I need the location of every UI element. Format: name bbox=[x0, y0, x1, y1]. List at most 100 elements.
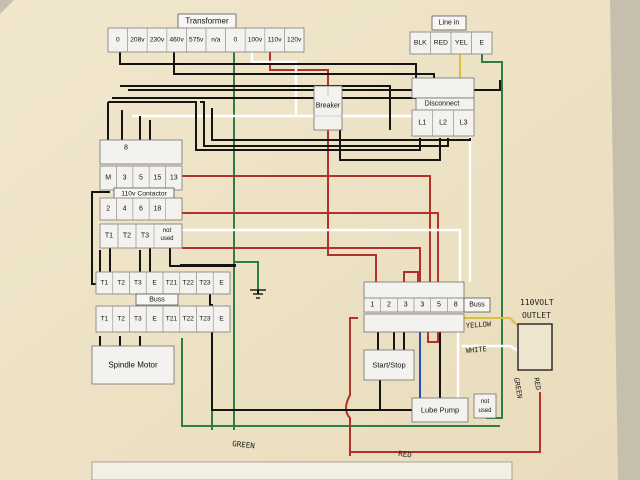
control-buss-terminal-label: 5 bbox=[437, 302, 441, 309]
transformer-tap-label: n/a bbox=[211, 37, 220, 44]
transformer-tap-label: 120v bbox=[287, 37, 302, 44]
motor-buss-label: Buss bbox=[149, 297, 165, 304]
disconnect-terminal-label: L3 bbox=[460, 120, 468, 127]
transformer-tap-label: 110v bbox=[268, 37, 283, 44]
contactor-row3-cell bbox=[135, 223, 155, 249]
contactor-row2-label: 6 bbox=[139, 206, 143, 213]
transformer: Transformer 0 208v 230v 460v 575v n/a 0 100v 110… bbox=[107, 13, 305, 53]
contactor-row1-label: M bbox=[105, 175, 111, 182]
outlet: 110VOLT OUTLET bbox=[517, 298, 554, 371]
transformer-tap-label: 575v bbox=[189, 37, 204, 44]
contactor-row1 bbox=[99, 165, 183, 191]
breaker-label: Breaker bbox=[316, 103, 341, 110]
contactor-row2-label: 2 bbox=[106, 206, 110, 213]
start-stop-box bbox=[363, 349, 415, 381]
motor-top-terminal-label: E bbox=[152, 280, 157, 287]
line-in-title: Line in bbox=[439, 20, 460, 27]
start-stop-label: Start/Stop bbox=[372, 361, 405, 370]
disconnect-label: Disconnect bbox=[425, 101, 460, 108]
contactor-row1-label: 5 bbox=[139, 175, 143, 182]
contactor-row1-label: 3 bbox=[123, 175, 127, 182]
line-in-title-box bbox=[431, 15, 467, 31]
white-wire-label: WHITE bbox=[465, 345, 487, 355]
motor-bottom-terminal-label: T2 bbox=[117, 316, 125, 323]
line-in-terminal-label: RED bbox=[434, 40, 448, 47]
lube-pump-label: Lube Pump bbox=[421, 406, 459, 415]
motor-bottom-terminal-label: T3 bbox=[134, 316, 142, 323]
motor-bottom-terminal-label: T22 bbox=[182, 316, 194, 323]
green-wire-label-bottom: GREEN bbox=[232, 439, 255, 450]
motor-top-terminal-label: T23 bbox=[199, 280, 211, 287]
outlet-label-1: 110VOLT bbox=[520, 298, 554, 307]
outlet-label-2: OUTLET bbox=[522, 311, 551, 320]
green-wire-label-right: GREEN bbox=[512, 377, 524, 399]
contactor-top-block bbox=[99, 139, 183, 165]
contactor-row3-label: T2 bbox=[123, 233, 131, 240]
control-buss-label-box bbox=[463, 297, 491, 313]
motor-bottom-terminal-label: T21 bbox=[166, 316, 178, 323]
line-in-terminal-label: YEL bbox=[455, 40, 468, 47]
contactor-row2-label: 18 bbox=[154, 206, 162, 213]
control-buss-terminal-label: 3 bbox=[404, 302, 408, 309]
transformer-tap-label: 460v bbox=[169, 37, 184, 44]
line-in-terminal-cell bbox=[471, 31, 493, 55]
breaker: Breaker bbox=[313, 85, 343, 131]
contactor-row3-label: T1 bbox=[105, 233, 113, 240]
next-page-edge bbox=[91, 461, 513, 480]
motor-buss-label-box bbox=[135, 293, 179, 306]
transformer-tap-label: 0 bbox=[116, 37, 120, 44]
motor-bottom-terminal-cell bbox=[212, 305, 231, 333]
disconnect-top-block bbox=[411, 77, 475, 99]
motor-top-terminal-cell bbox=[212, 271, 231, 295]
contactor-label: 110v Contactor bbox=[121, 191, 167, 198]
transformer-tap-label: 208v bbox=[130, 37, 145, 44]
motor-top-terminal-label: T1 bbox=[101, 280, 109, 287]
motor-top-terminal-label: T2 bbox=[117, 280, 125, 287]
yellow-wire bbox=[459, 52, 521, 329]
control-buss-terminal-label: 1 bbox=[370, 302, 374, 309]
red-wire-label-right: RED bbox=[532, 377, 542, 391]
lube-not-used-2: used bbox=[478, 408, 491, 414]
motor-top-terminal-label: T21 bbox=[166, 280, 178, 287]
lube-pump-box bbox=[411, 397, 469, 423]
motor-bottom-terminal-label: T1 bbox=[101, 316, 109, 323]
control-buss-label: Buss bbox=[469, 302, 485, 309]
line-in-terminal-label: BLK bbox=[414, 40, 427, 47]
outlet-box bbox=[517, 323, 553, 371]
motor-bottom-terminal-label: E bbox=[152, 316, 157, 323]
spindle-motor: Spindle Motor bbox=[91, 345, 175, 385]
motor-bottom-terminal-label: E bbox=[219, 316, 224, 323]
contactor-row1-label: 15 bbox=[154, 175, 162, 182]
contactor-row3-label: T3 bbox=[141, 233, 149, 240]
control-buss-bottom bbox=[363, 313, 465, 333]
transformer-tap-label: 230v bbox=[150, 37, 165, 44]
white-wires bbox=[132, 52, 521, 400]
disconnect-terminal-strip bbox=[411, 109, 475, 137]
lube-not-used-box bbox=[473, 393, 497, 419]
motor-top-terminal-label: E bbox=[219, 280, 224, 287]
spindle-motor-box bbox=[91, 345, 175, 385]
control-buss-top bbox=[363, 281, 465, 299]
motor-top-terminal-label: T22 bbox=[182, 280, 194, 287]
disconnect-terminal-cell bbox=[453, 109, 475, 137]
contactor-not-used-1: not bbox=[163, 228, 172, 234]
transformer-tap-label: 0 bbox=[234, 37, 238, 44]
transformer-title: Transformer bbox=[185, 17, 229, 26]
transformer-tap-cell bbox=[284, 27, 305, 53]
transformer-tap-label: 100v bbox=[248, 37, 263, 44]
motor-bottom-terminal-label: T23 bbox=[199, 316, 211, 323]
line-in-terminal-label: E bbox=[479, 40, 484, 47]
red-wire-label-bottom: RED bbox=[398, 449, 413, 459]
line-in: Line in BLK RED YEL E bbox=[409, 15, 493, 55]
disconnect-terminal-label: L2 bbox=[439, 120, 447, 127]
lube-not-used-1: not bbox=[481, 399, 490, 405]
control-buss-terminal-label: 3 bbox=[420, 302, 424, 309]
contactor-row1-label: 13 bbox=[170, 175, 178, 182]
yellow-wire-label: YELLOW bbox=[466, 320, 493, 330]
lube-pump: Lube Pump not used bbox=[411, 393, 497, 423]
